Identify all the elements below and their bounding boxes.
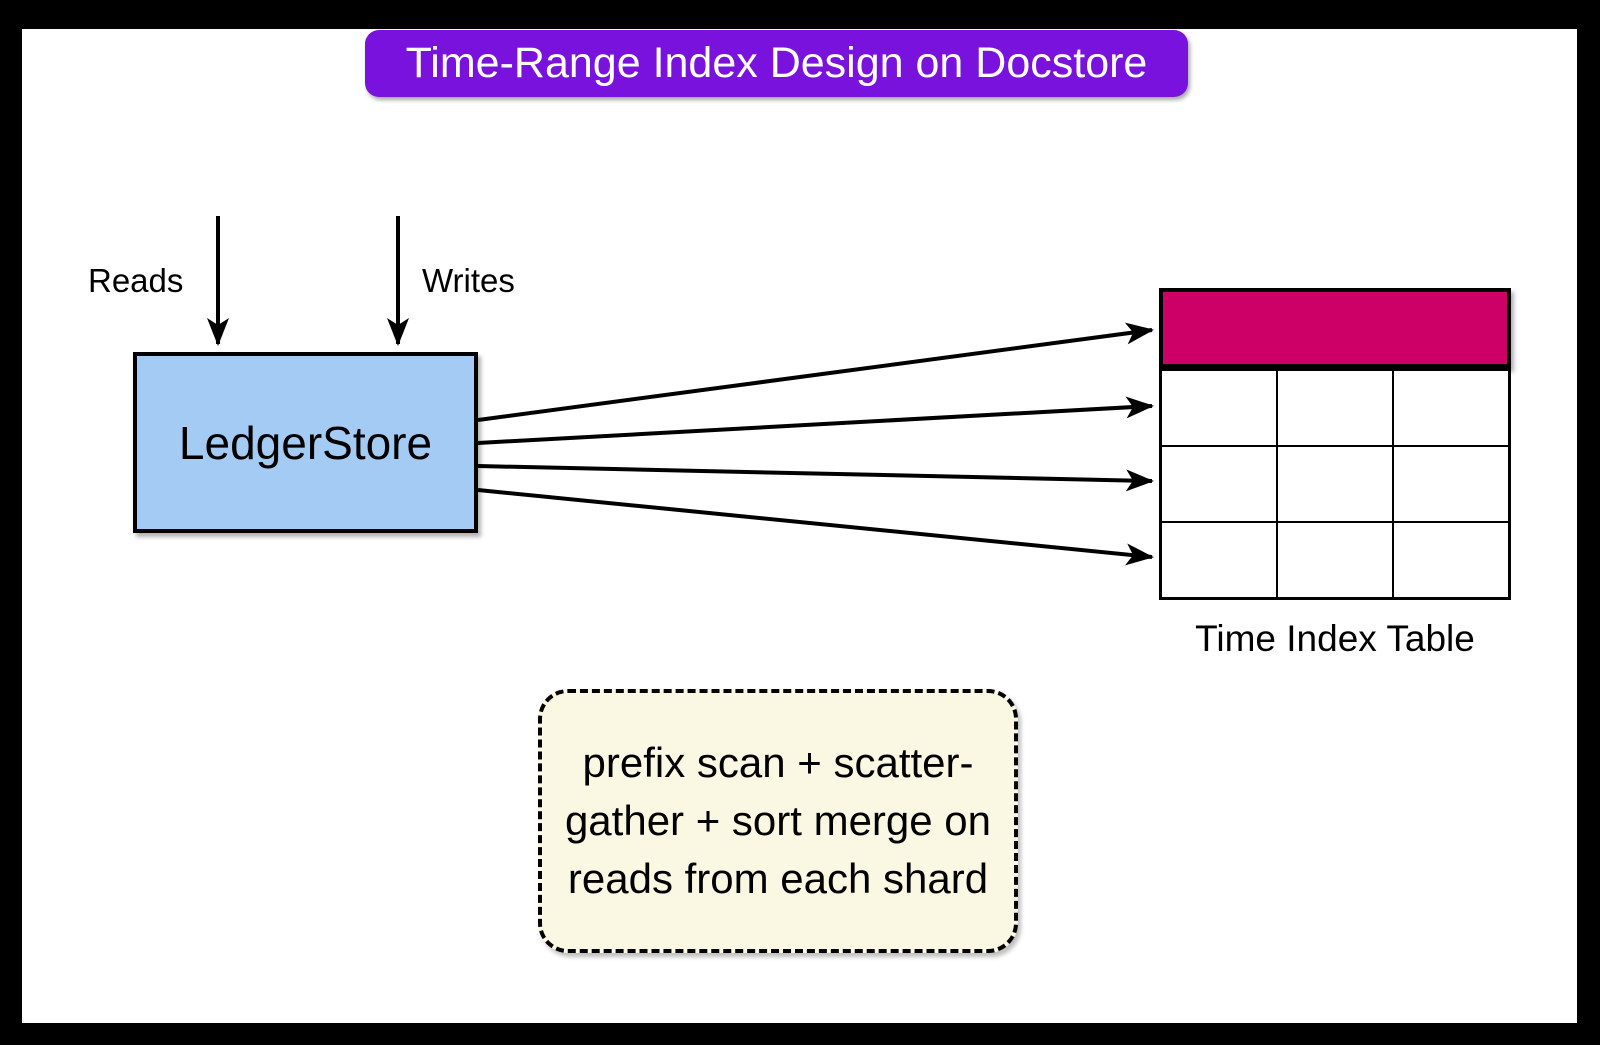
table-cell xyxy=(1161,370,1277,446)
table-cell xyxy=(1277,522,1393,598)
table-cell xyxy=(1161,446,1277,522)
time-index-table-caption: Time Index Table xyxy=(1195,618,1475,659)
time-index-table-grid xyxy=(1159,368,1511,600)
table-cell xyxy=(1277,446,1393,522)
table-cell xyxy=(1161,522,1277,598)
table-cell xyxy=(1393,370,1509,446)
note-text: prefix scan + scatter-gather + sort merg… xyxy=(564,739,992,902)
ledgerstore-node: LedgerStore xyxy=(133,352,478,533)
diagram-title: Time-Range Index Design on Docstore xyxy=(365,30,1188,97)
reads-label: Reads xyxy=(88,262,184,299)
time-index-table-header xyxy=(1159,288,1511,368)
writes-label: Writes xyxy=(422,262,515,299)
table-cell xyxy=(1393,522,1509,598)
ledgerstore-label: LedgerStore xyxy=(178,416,433,469)
table-cell xyxy=(1277,370,1393,446)
table-cell xyxy=(1393,446,1509,522)
note-box: prefix scan + scatter-gather + sort merg… xyxy=(538,689,1018,953)
